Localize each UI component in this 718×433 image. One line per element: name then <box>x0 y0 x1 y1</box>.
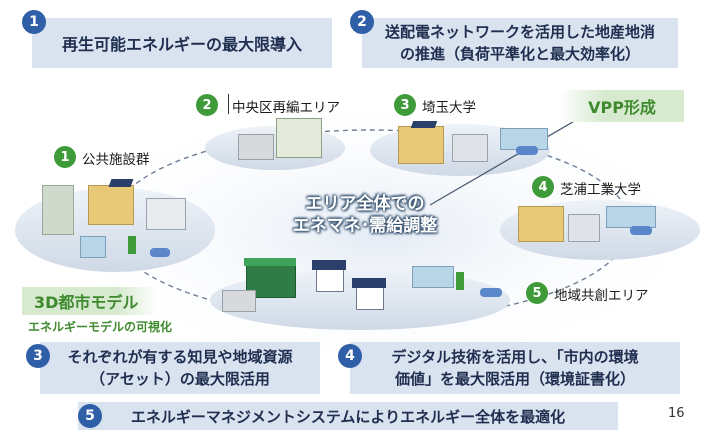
shibaura-building-2 <box>568 214 600 242</box>
site-3-label: 埼玉大学 <box>422 100 476 116</box>
center-caption: エリア全体での エネマネ･需給調整 <box>270 193 460 237</box>
goal-5-text: エネルギーマネジメントシステムによりエネルギー全体を最適化 <box>130 407 566 426</box>
community-house-roof-1 <box>312 260 346 270</box>
community-house-roof-2 <box>352 278 386 288</box>
public-building-solar <box>88 185 134 225</box>
goal-4-number: 4 <box>338 344 362 368</box>
center-line1: エリア全体での <box>305 194 425 214</box>
ev-charger-public <box>80 236 106 258</box>
site-4-label: 芝浦工業大学 <box>560 182 641 198</box>
site-1-label: 公共施設群 <box>82 152 150 168</box>
saitama-building-2 <box>452 134 488 162</box>
goal-4-box: デジタル技術を活用し、「市内の環境 価値」を最大限活用（環境証書化） <box>350 342 680 394</box>
community-house-2 <box>356 286 384 310</box>
goal-2-line2: の推進（負荷平準化と最大効率化） <box>399 45 640 63</box>
site-5-label: 地域共創エリア <box>554 288 649 304</box>
goal-3-line1: それぞれが有する知見や地域資源 <box>67 348 293 366</box>
public-building-tall <box>42 185 74 235</box>
charger-post-community <box>456 272 464 290</box>
site-5-number: 5 <box>526 282 548 304</box>
site-1-number: 1 <box>54 146 76 168</box>
goal-4-line2: 価値」を最大限活用（環境証書化） <box>394 370 635 388</box>
goal-4-line1: デジタル技術を活用し、「市内の環境 <box>391 348 639 366</box>
ev-charger-community <box>412 266 454 288</box>
goal-2-box: 送配電ネットワークを活用した地産地消 の推進（負荷平準化と最大効率化） <box>362 18 678 68</box>
vpp-label: VPP形成 <box>588 98 656 117</box>
site-4-number: 4 <box>532 176 554 198</box>
area-background <box>40 95 718 375</box>
goal-5-box: エネルギーマネジメントシステムによりエネルギー全体を最適化 <box>78 402 618 430</box>
saitama-building <box>398 126 444 164</box>
ev-car-community <box>480 288 502 297</box>
vpp-arrow <box>429 111 591 206</box>
ev-car-public <box>150 248 170 257</box>
chuo-building-tall <box>276 118 322 158</box>
goal-2-number: 2 <box>350 10 374 34</box>
site-3-number: 3 <box>394 94 416 116</box>
charger-post-green <box>128 236 136 254</box>
goal-1-text: 再生可能エネルギーの最大限導入 <box>61 35 302 54</box>
platform-chuo <box>205 126 345 170</box>
community-store-roof <box>244 258 296 266</box>
ev-charger-shibaura <box>606 206 656 228</box>
public-building-school <box>146 198 186 230</box>
community-warehouse <box>222 290 256 312</box>
ev-car-saitama <box>516 146 538 155</box>
site-2-label: 中央区再編エリア <box>232 100 340 116</box>
ev-car-shibaura <box>630 226 652 235</box>
site-2-number: 2 <box>196 94 218 116</box>
goal-3-box: それぞれが有する知見や地域資源 （アセット）の最大限活用 <box>40 342 320 394</box>
page-number: 16 <box>668 406 685 421</box>
goal-2-line1: 送配電ネットワークを活用した地産地消 <box>384 23 655 41</box>
shibaura-building <box>518 206 564 242</box>
chuo-building-low <box>238 134 274 160</box>
model3d-subtitle: エネルギーモデルの可視化 <box>28 320 173 334</box>
goal-5-number: 5 <box>78 404 102 428</box>
goal-3-number: 3 <box>26 344 50 368</box>
model3d-title: 3D都市モデル <box>34 293 139 312</box>
center-line2: エネマネ･需給調整 <box>292 216 438 236</box>
site-2-divider <box>228 94 229 114</box>
model3d-badge: 3D都市モデル <box>22 287 158 315</box>
saitama-solar <box>410 121 438 128</box>
solar-panel <box>108 179 134 187</box>
vpp-badge: VPP形成 <box>560 90 684 122</box>
goal-3-line2: （アセット）の最大限活用 <box>90 370 270 388</box>
goal-1-number: 1 <box>22 10 46 34</box>
goal-1-box: 再生可能エネルギーの最大限導入 <box>32 18 332 68</box>
community-house-1 <box>316 268 344 292</box>
